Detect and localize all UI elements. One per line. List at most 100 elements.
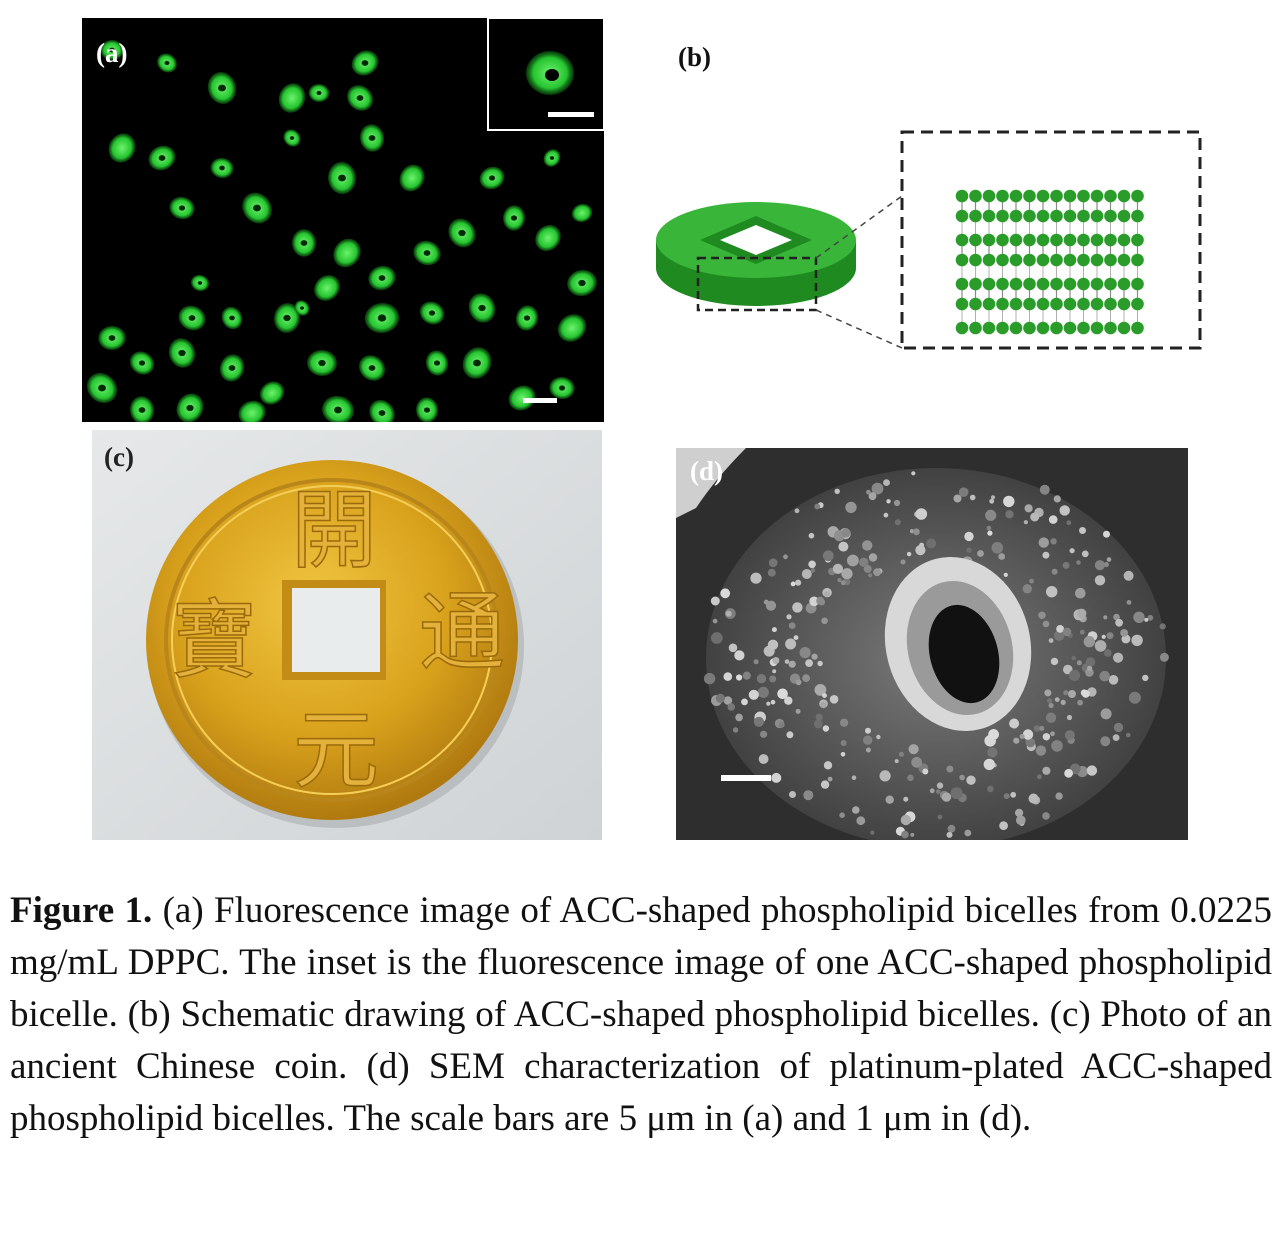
panel-b-schematic: (b)	[620, 18, 1260, 422]
sem-grain	[786, 614, 792, 620]
sem-grain	[778, 721, 785, 728]
sem-grain	[986, 525, 992, 531]
sem-grain	[1046, 586, 1058, 598]
sem-grain	[723, 672, 733, 681]
lipid-head	[1090, 189, 1104, 203]
sem-grain	[1048, 638, 1054, 643]
sem-grain	[821, 617, 828, 625]
sem-grain	[879, 770, 891, 782]
lipid-head	[1009, 189, 1023, 203]
sem-grain	[913, 528, 920, 536]
bicelle-disc	[508, 385, 536, 411]
sem-grain	[1039, 484, 1050, 495]
inset-single-bicelle	[487, 18, 604, 131]
panel-a-fluorescence-image: (a)	[82, 18, 604, 422]
sem-grain	[1051, 568, 1058, 575]
sem-grain	[772, 657, 780, 664]
lipid-head	[1023, 209, 1036, 223]
sem-grain	[1069, 548, 1075, 554]
sem-grain	[900, 814, 912, 826]
sem-grain	[771, 627, 777, 633]
lipid-head	[1063, 253, 1077, 267]
panel-label-c: (c)	[104, 442, 134, 472]
sem-grain	[871, 482, 884, 495]
bicelle-hole	[433, 360, 441, 366]
sem-grain	[1083, 635, 1095, 648]
sem-grain	[741, 698, 748, 706]
bicelle-disc	[238, 400, 266, 422]
lipid-head	[1063, 209, 1077, 223]
sem-grain	[1044, 689, 1052, 697]
sem-grain	[792, 602, 803, 613]
sem-grain	[1106, 557, 1112, 562]
sem-grain	[1125, 732, 1131, 738]
sem-grain	[969, 494, 976, 501]
sem-grain	[1042, 620, 1050, 628]
sem-grain	[820, 702, 827, 709]
sem-grain	[987, 785, 994, 793]
bicelle-disc	[369, 399, 395, 422]
sem-grain	[822, 725, 830, 732]
sem-grain	[1053, 630, 1065, 641]
sem-grain	[983, 758, 995, 771]
lipid-head	[982, 209, 996, 223]
sem-grain	[811, 653, 818, 660]
sem-grain	[753, 659, 759, 665]
bicelle-hole	[368, 365, 376, 371]
lipid-head	[996, 253, 1009, 267]
sem-grain	[1068, 690, 1076, 698]
sem-grain	[1009, 718, 1020, 729]
sem-grain	[862, 540, 873, 551]
bicelle-hole	[478, 304, 486, 312]
caption-text: (a) Fluorescence image of ACC-shaped pho…	[10, 890, 1272, 1139]
lipid-head	[1050, 189, 1063, 203]
sem-grain	[788, 660, 796, 668]
sem-grain	[790, 581, 796, 587]
bicelle-disc	[557, 314, 587, 342]
sem-grain	[894, 519, 901, 526]
lipid-head	[955, 297, 969, 311]
lipid-head	[955, 277, 969, 291]
sem-grain	[1050, 538, 1057, 545]
sem-grain	[772, 669, 777, 674]
bicelle-hole	[510, 215, 518, 221]
sem-grain	[1022, 729, 1034, 740]
sem-grain	[1094, 575, 1106, 586]
lipid-head	[996, 209, 1009, 223]
sem-grain	[1039, 725, 1045, 731]
bicelle-hole	[218, 84, 226, 92]
sem-grain	[911, 756, 923, 768]
sem-grain	[1016, 815, 1026, 825]
sem-grain	[1025, 737, 1036, 748]
sem-grain	[840, 752, 846, 757]
lipid-head	[1036, 209, 1050, 223]
bicelle-hole	[334, 406, 342, 414]
lipid-head	[1063, 233, 1077, 247]
lipid-head	[969, 253, 982, 267]
panel-c-coin-photo: 開 通 元 寶 (c)	[92, 430, 602, 840]
coin-character-bottom: 元	[293, 701, 379, 801]
sem-grain	[1079, 629, 1085, 635]
sem-grain	[926, 538, 937, 549]
lipid-head	[969, 321, 982, 335]
sem-grain	[837, 578, 842, 583]
lipid-head	[996, 321, 1009, 335]
lipid-head	[1117, 321, 1131, 335]
bicelle-hole	[473, 359, 481, 367]
lipid-head	[1077, 233, 1090, 247]
sem-grain	[915, 508, 928, 520]
panel-label-b: (b)	[678, 42, 711, 72]
sem-grain	[1064, 730, 1075, 741]
scale-bar-d	[721, 775, 771, 781]
sem-grain	[865, 747, 871, 753]
lipid-head	[1090, 277, 1104, 291]
lipid-head	[1050, 233, 1063, 247]
sem-grain	[1142, 674, 1149, 682]
lipid-head	[982, 277, 996, 291]
lipid-head	[1131, 189, 1144, 203]
sem-grain	[841, 568, 853, 580]
sem-grain	[803, 790, 814, 801]
sem-grain	[863, 735, 873, 745]
sem-grain	[802, 674, 810, 682]
sem-grain	[1066, 520, 1072, 526]
